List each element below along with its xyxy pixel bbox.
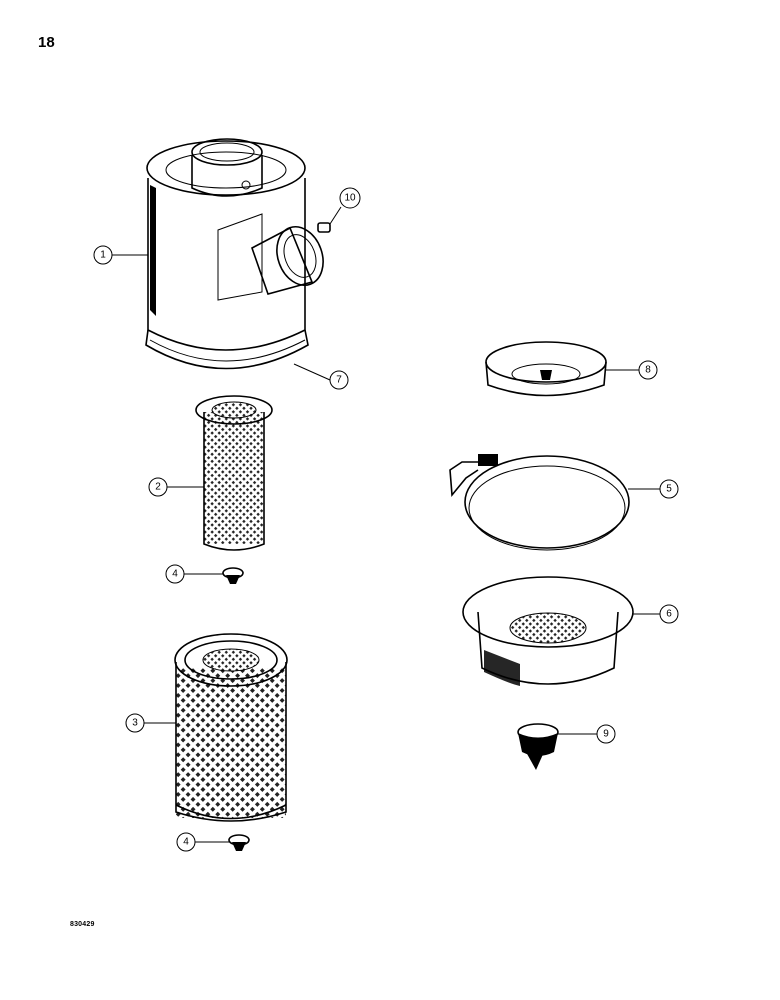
svg-text:7: 7	[336, 375, 342, 386]
clamp-band	[449, 454, 630, 551]
svg-text:8: 8	[645, 365, 651, 376]
dust-cup	[462, 576, 634, 686]
svg-text:2: 2	[155, 482, 161, 493]
svg-text:4: 4	[183, 837, 189, 848]
inner-filter-element	[195, 395, 273, 551]
fitting-part-10	[317, 222, 331, 233]
callout-9: 9	[596, 724, 616, 744]
cover-cup	[485, 341, 607, 397]
callout-2: 2	[148, 477, 168, 497]
callout-5: 5	[659, 479, 679, 499]
air-cleaner-housing	[145, 138, 324, 370]
svg-text:3: 3	[132, 718, 138, 729]
callout-4-lower: 4	[176, 832, 196, 852]
wing-nut-upper	[222, 567, 244, 584]
dust-valve	[517, 723, 559, 770]
svg-text:1: 1	[100, 250, 106, 261]
callout-10: 10	[339, 187, 361, 209]
svg-text:4: 4	[172, 569, 178, 580]
page-number: 18	[38, 34, 55, 51]
callout-7: 7	[329, 370, 349, 390]
leader-lines	[112, 206, 660, 843]
svg-text:5: 5	[666, 484, 672, 495]
callout-3: 3	[125, 713, 145, 733]
svg-text:9: 9	[603, 729, 609, 740]
callout-1: 1	[93, 245, 113, 265]
callout-6: 6	[659, 604, 679, 624]
svg-text:6: 6	[666, 609, 672, 620]
figure-code: 830429	[70, 921, 95, 928]
svg-text:10: 10	[344, 193, 356, 204]
callout-8: 8	[638, 360, 658, 380]
callout-4-upper: 4	[165, 564, 185, 584]
wing-nut-lower	[228, 834, 250, 851]
outer-filter-element	[174, 633, 288, 822]
